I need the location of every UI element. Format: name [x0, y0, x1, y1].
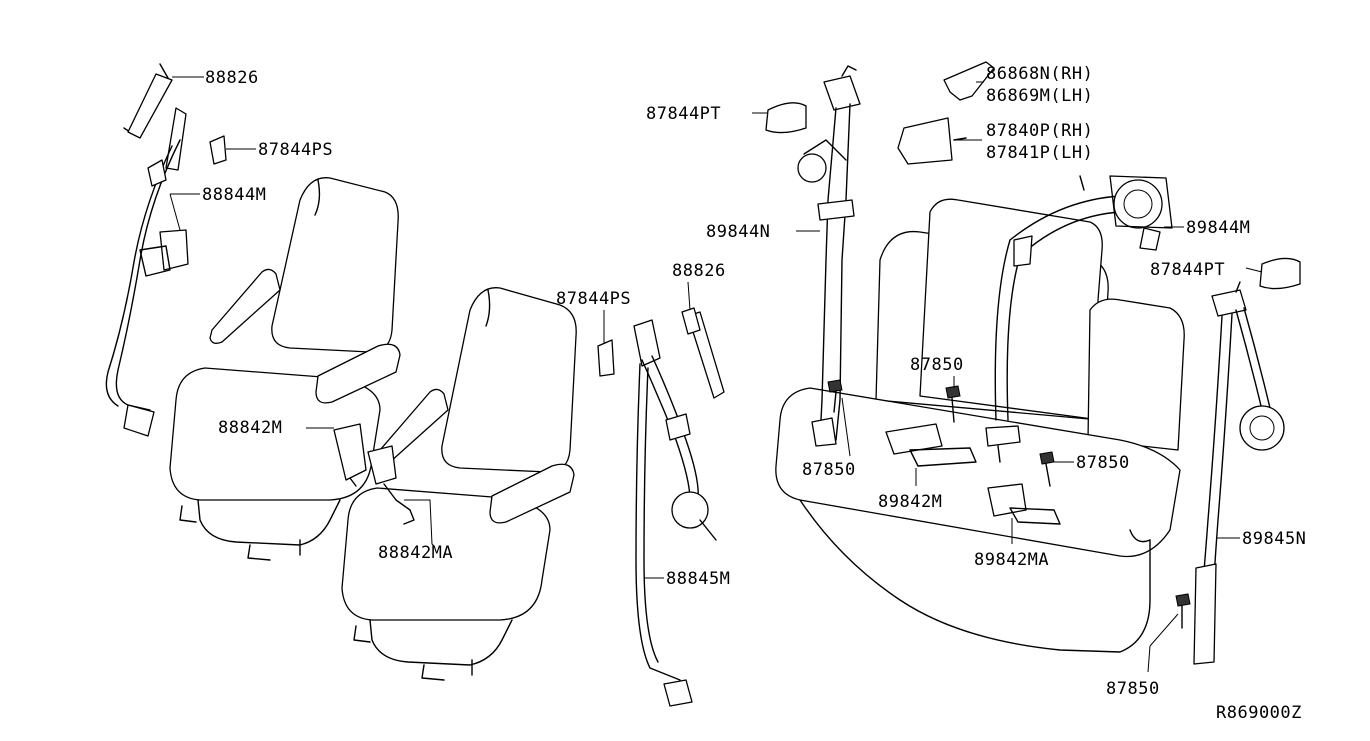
label-87850-d: 87850: [1106, 679, 1160, 699]
label-89842ma: 89842MA: [974, 550, 1049, 570]
diagram-code: R869000Z: [1216, 703, 1302, 723]
label-87844pt-b: 87844PT: [1150, 260, 1225, 280]
label-89845n: 89845N: [1242, 529, 1306, 549]
label-88844m: 88844M: [202, 185, 266, 205]
label-87844ps-a: 87844PS: [258, 140, 333, 160]
label-87841p: 87841P(LH): [986, 143, 1093, 163]
bolt-87850-b: [945, 385, 961, 399]
front-seat-right: [341, 287, 577, 681]
label-88845m: 88845M: [666, 569, 730, 589]
bracket-87840p: [897, 117, 953, 165]
label-89844m: 89844M: [1186, 218, 1250, 238]
label-87840p: 87840P(RH): [986, 121, 1093, 141]
belt-89844m: [985, 175, 1173, 463]
buckle-88842ma: [367, 445, 415, 525]
label-88826-a: 88826: [205, 68, 259, 88]
anchor-88826-b: [681, 307, 701, 335]
belt-88844m: [105, 63, 189, 437]
rear-bench-seat: [775, 198, 1185, 653]
label-88842ma: 88842MA: [378, 543, 453, 563]
clip-87844ps-a: [209, 135, 227, 165]
label-88826-b: 88826: [672, 261, 726, 281]
label-86869m: 86869M(LH): [986, 86, 1093, 106]
buckle-89842m: [885, 423, 977, 467]
label-87850-c: 87850: [1076, 453, 1130, 473]
bolt-87850-c: [1039, 451, 1055, 465]
buckle-89842ma: [987, 483, 1061, 525]
cover-87844pt-b: [1259, 257, 1301, 290]
label-86868n: 86868N(RH): [986, 64, 1093, 84]
bracket-86868n: [943, 61, 995, 101]
label-87844ps-b: 87844PS: [556, 289, 631, 309]
belt-88845m: [597, 311, 725, 707]
part-labels: 88826 87844PS 88844M 88842M 88842MA 8784…: [202, 64, 1306, 723]
label-88842m: 88842M: [218, 418, 282, 438]
front-seat-left: [169, 177, 401, 561]
label-87850-a: 87850: [802, 460, 856, 480]
label-87850-b: 87850: [910, 355, 964, 375]
cover-87844pt-a: [765, 102, 807, 134]
label-89842m: 89842M: [878, 492, 942, 512]
leader-lines: [169, 76, 1263, 673]
buckle-88842m: [333, 423, 367, 487]
belt-89844n: [797, 65, 861, 447]
label-87844pt-a: 87844PT: [646, 104, 721, 124]
label-89844n: 89844N: [706, 222, 770, 242]
belt-89845n: [1175, 281, 1285, 665]
